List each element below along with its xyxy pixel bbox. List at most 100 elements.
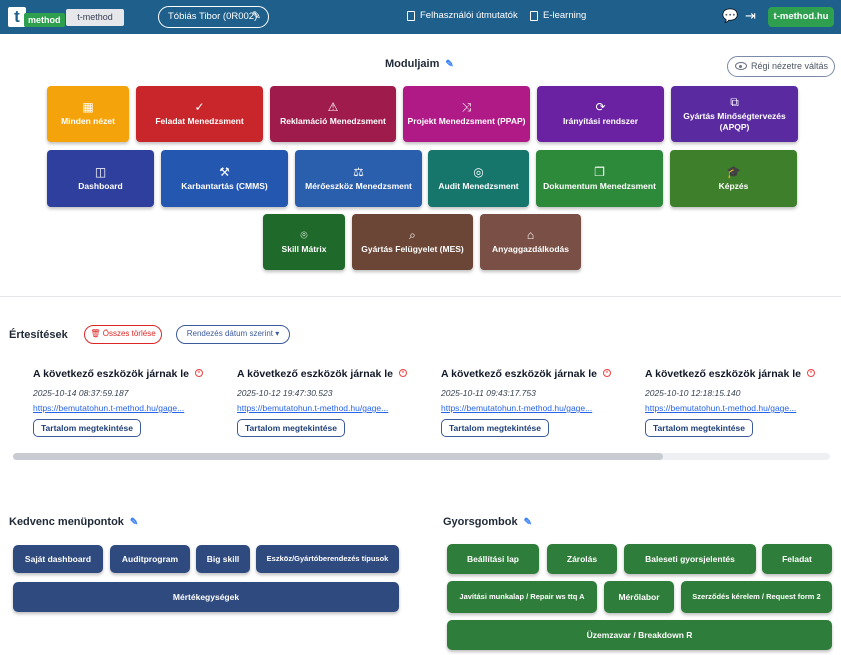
tile-label: Reklamáció Menedzsment	[280, 116, 386, 126]
notification-link[interactable]: https://bemutatohun.t-method.hu/gage...	[33, 403, 185, 413]
quick-title: Gyorsgombok ✎	[443, 516, 532, 528]
logout-icon[interactable]: ⇥	[745, 8, 756, 23]
quick-button[interactable]: Feladat	[762, 544, 832, 574]
badge-icon: ◎	[473, 164, 484, 179]
tile-reklamacio[interactable]: ⚠ Reklamáció Menedzsment	[270, 86, 396, 142]
close-icon[interactable]: ×	[807, 369, 815, 377]
edit-modules-icon[interactable]: ✎	[445, 59, 454, 70]
horizontal-scrollbar[interactable]	[13, 453, 830, 460]
tile-kepzes[interactable]: 🎓Képzés	[670, 150, 797, 207]
view-content-button[interactable]: Tartalom megtekintése	[441, 419, 549, 437]
quick-button[interactable]: Zárolás	[547, 544, 617, 574]
edit-quick-icon[interactable]: ✎	[523, 517, 532, 528]
top-bar: t method t-method Tóbiás Tibor (0R002) ✎…	[0, 0, 841, 34]
clear-all-button[interactable]: 🗑 Összes törlése	[84, 325, 162, 344]
view-content-button[interactable]: Tartalom megtekintése	[645, 419, 753, 437]
notification-link[interactable]: https://bemutatohun.t-method.hu/gage...	[441, 403, 593, 413]
edit-favorites-icon[interactable]: ✎	[129, 517, 139, 528]
view-content-button[interactable]: Tartalom megtekintése	[237, 419, 345, 437]
e-learning-link[interactable]: E-learning	[530, 10, 586, 21]
t-method-logo[interactable]: t method	[8, 7, 65, 27]
tile-minden-nezet[interactable]: ▦Minden nézet	[47, 86, 129, 142]
scrollbar-thumb[interactable]	[13, 453, 663, 460]
quick-button[interactable]: Mérőlabor	[604, 581, 674, 613]
fav-button[interactable]: Big skill	[196, 545, 250, 573]
tile-iranyitasi[interactable]: ⟳ Irányítási rendszer	[537, 86, 664, 142]
sort-dropdown[interactable]: Rendezés dátum szerint ▾	[176, 325, 290, 344]
fav-button[interactable]: Eszköz/Gyártóberendezés típusok	[256, 545, 399, 573]
trash-icon: 🗑	[90, 329, 101, 338]
documents-icon: ❐	[594, 164, 605, 179]
tile-label: Képzés	[718, 180, 749, 191]
notification-date: 2025-10-10 12:18:15.140	[645, 388, 741, 398]
alert-box-icon: ⚠	[327, 100, 339, 114]
site-button[interactable]: t-method.hu	[768, 7, 834, 27]
shuffle-icon: ⤨	[461, 100, 472, 114]
old-view-button[interactable]: Régi nézetre váltás	[727, 56, 835, 77]
notification-card: A következő eszközök járnak le × 2025-10…	[33, 368, 218, 437]
tile-label: Dokumentum Menedzsment	[543, 180, 656, 191]
document-icon	[407, 10, 415, 21]
tile-dokumentum[interactable]: ❐Dokumentum Menedzsment	[536, 150, 663, 207]
tile-label: Skill Mátrix	[281, 244, 327, 254]
tile-mes[interactable]: ⌕Gyártás Felügyelet (MES)	[352, 214, 473, 270]
quick-button[interactable]: Baleseti gyorsjelentés	[624, 544, 756, 574]
sort-label: Rendezés dátum szerint	[186, 329, 273, 338]
logo-letter: t	[8, 7, 26, 27]
refresh-icon: ⟳	[595, 100, 606, 114]
location-pin-icon: ⌾	[300, 228, 308, 242]
tile-label: Gyártás Minőségtervezés (APQP)	[683, 110, 786, 132]
user-guides-link[interactable]: Felhasználói útmutatók	[407, 10, 518, 21]
quick-title-text: Gyorsgombok	[443, 516, 518, 528]
notification-title: A következő eszközök járnak le	[237, 368, 394, 380]
close-icon[interactable]: ×	[603, 369, 611, 377]
notification-date: 2025-10-12 19:47:30.523	[237, 388, 333, 398]
chat-icon[interactable]: 💬	[722, 8, 739, 23]
sitemap-icon: ⧉	[730, 94, 739, 109]
tile-projekt[interactable]: ⤨ Projekt Menedzsment (PPAP)	[403, 86, 530, 142]
close-icon[interactable]: ×	[399, 369, 407, 377]
notification-card: A következő eszközök járnak le × 2025-10…	[237, 368, 422, 437]
user-guides-label: Felhasználói útmutatók	[420, 10, 518, 21]
tile-apqp[interactable]: ⧉Gyártás Minőségtervezés (APQP)	[671, 86, 798, 142]
eye-icon	[735, 62, 747, 70]
tile-feladat[interactable]: ✓Feladat Menedzsment	[136, 86, 263, 142]
fav-button[interactable]: Mértékegységek	[13, 582, 399, 612]
tools-icon: ⚒	[219, 164, 230, 179]
graduation-cap-icon: 🎓	[726, 164, 741, 179]
notification-date: 2025-10-14 08:37:59.187	[33, 388, 129, 398]
tile-audit[interactable]: ◎Audit Menedzsment	[428, 150, 529, 207]
notification-title: A következő eszközök járnak le	[33, 368, 190, 380]
quick-button[interactable]: Üzemzavar / Breakdown R	[447, 620, 832, 650]
close-icon[interactable]: ×	[195, 369, 203, 377]
tile-label: Mérőeszköz Menedzsment	[305, 180, 412, 191]
user-profile-button[interactable]: Tóbiás Tibor (0R002) ✎	[158, 6, 269, 28]
notification-link[interactable]: https://bemutatohun.t-method.hu/gage...	[237, 403, 389, 413]
view-content-button[interactable]: Tartalom megtekintése	[33, 419, 141, 437]
quick-button[interactable]: Beállítási lap	[447, 544, 539, 574]
notifications-title: Értesítések	[9, 329, 68, 341]
tile-label: Irányítási rendszer	[562, 116, 639, 126]
tile-skill-matrix[interactable]: ⌾ Skill Mátrix	[263, 214, 345, 270]
tile-karbantartas[interactable]: ⚒Karbantartás (CMMS)	[161, 150, 288, 207]
tile-label: Dashboard	[78, 180, 123, 191]
modules-title: Moduljaim✎	[385, 58, 454, 70]
fav-button[interactable]: Auditprogram	[110, 545, 190, 573]
clear-all-label: Összes törlése	[102, 329, 156, 338]
fav-button[interactable]: Saját dashboard	[13, 545, 103, 573]
book-icon	[530, 10, 538, 21]
quick-button[interactable]: Javítási munkalap / Repair ws ttq A	[447, 581, 597, 613]
notification-link[interactable]: https://bemutatohun.t-method.hu/gage...	[645, 403, 797, 413]
tile-meroeszkoz[interactable]: ⚖Mérőeszköz Menedzsment	[295, 150, 422, 207]
pencil-icon: ✎	[251, 10, 261, 22]
warehouse-icon: ⌂	[526, 228, 535, 242]
tile-label: Projekt Menedzsment (PPAP)	[407, 116, 526, 126]
tile-label: Minden nézet	[61, 116, 115, 126]
user-label: Tóbiás Tibor (0R002)	[168, 11, 258, 22]
tile-anyaggazdalkodas[interactable]: ⌂Anyaggazdálkodás	[480, 214, 581, 270]
tile-label: Feladat Menedzsment	[155, 116, 244, 126]
tile-dashboard[interactable]: ◫Dashboard	[47, 150, 154, 207]
quick-button[interactable]: Szerződés kérelem / Request form 2	[681, 581, 832, 613]
notification-card: A következő eszközök járnak le × 2025-10…	[645, 368, 830, 437]
secondary-logo: t-method	[66, 9, 124, 26]
